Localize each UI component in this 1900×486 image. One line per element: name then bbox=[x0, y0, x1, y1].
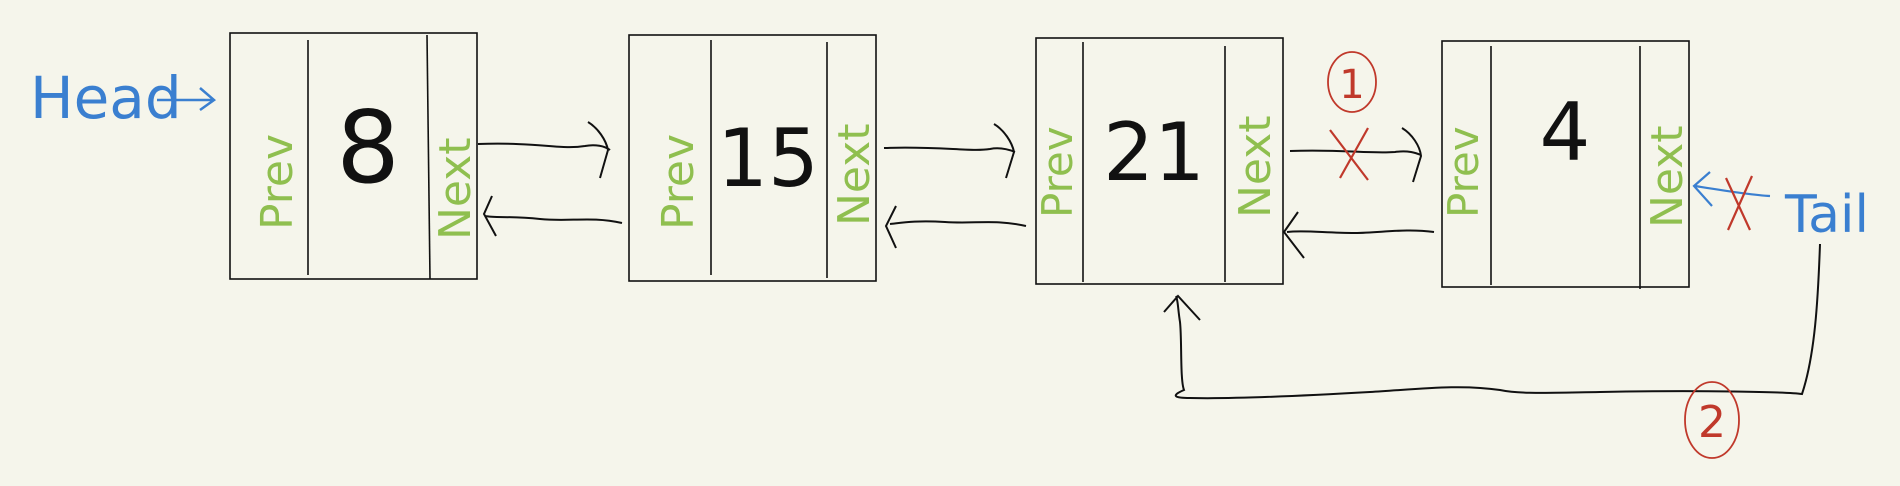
arrow-icon bbox=[587, 121, 610, 179]
next-arrow-3-4 bbox=[1289, 149, 1422, 156]
next-arrow-1-2 bbox=[477, 142, 611, 151]
arrow-icon bbox=[1282, 211, 1305, 259]
next-field-label: Next bbox=[1230, 115, 1281, 218]
next-pointers bbox=[477, 121, 1423, 183]
prev-field-label: Prev bbox=[653, 134, 704, 230]
prev-arrow-2-1 bbox=[484, 215, 623, 224]
tail-arrow-icon bbox=[1692, 171, 1771, 207]
node-divider bbox=[426, 34, 431, 280]
next-arrow-2-3 bbox=[883, 146, 1016, 153]
circled-number-icon bbox=[1327, 51, 1377, 113]
node-value: 4 bbox=[1540, 86, 1591, 179]
arrow-icon bbox=[993, 123, 1016, 179]
node-value: 8 bbox=[336, 89, 400, 206]
node-box bbox=[229, 32, 478, 280]
node-box bbox=[628, 34, 877, 282]
node-value: 21 bbox=[1103, 106, 1205, 199]
head-label: Head bbox=[30, 64, 182, 132]
prev-field-label: Prev bbox=[252, 134, 303, 230]
arrow-icon bbox=[1163, 294, 1201, 321]
circled-number-icon bbox=[1684, 381, 1740, 459]
prev-arrow-3-2 bbox=[889, 220, 1027, 227]
node-value: 15 bbox=[717, 112, 819, 205]
step-2-label: 2 bbox=[1698, 397, 1726, 448]
prev-arrow-4-3 bbox=[1286, 229, 1435, 235]
arrow-icon bbox=[884, 205, 897, 249]
annotation-step-1: 1 bbox=[1327, 51, 1377, 181]
next-field-label: Next bbox=[1642, 125, 1693, 228]
annotation-step-2: 2 bbox=[1163, 243, 1821, 459]
prev-field-label: Prev bbox=[1439, 126, 1488, 218]
tail-cross-out-icon bbox=[1725, 175, 1754, 231]
head-pointer: Head bbox=[30, 64, 217, 132]
cross-out-icon bbox=[1329, 127, 1369, 181]
head-arrow-icon bbox=[157, 87, 217, 112]
node-box bbox=[1035, 37, 1284, 285]
node-box bbox=[1441, 40, 1690, 288]
tail-pointer: Tail bbox=[1692, 171, 1869, 245]
prev-pointers bbox=[482, 195, 1435, 259]
node-2: Prev 15 Next bbox=[628, 34, 880, 282]
prev-field-label: Prev bbox=[1033, 126, 1082, 218]
node-4: Prev 4 Next bbox=[1439, 40, 1693, 289]
arrow-icon bbox=[482, 195, 497, 237]
next-field-label: Next bbox=[829, 123, 880, 226]
arrow-icon bbox=[1401, 127, 1423, 183]
next-field-label: Next bbox=[430, 137, 481, 240]
tail-new-pointer bbox=[1174, 243, 1821, 400]
step-1-label: 1 bbox=[1339, 62, 1364, 108]
tail-label: Tail bbox=[1784, 185, 1869, 245]
node-3: Prev 21 Next bbox=[1033, 37, 1284, 285]
node-1: Prev 8 Next bbox=[229, 32, 481, 280]
